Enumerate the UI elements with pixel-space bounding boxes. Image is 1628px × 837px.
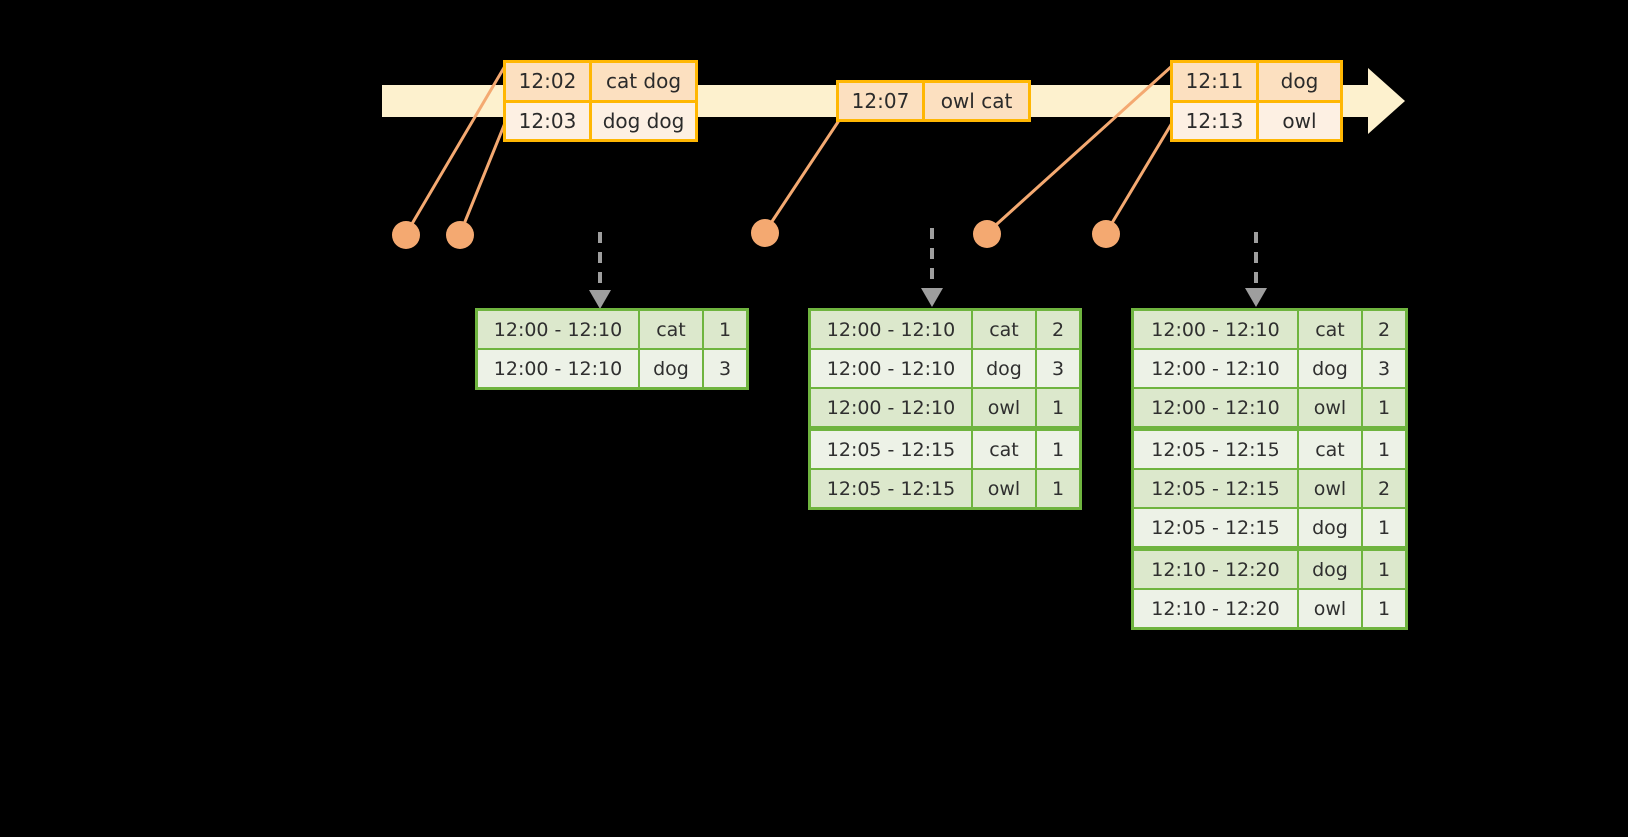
- table-row: 12:05 - 12:15 owl 1: [811, 470, 1079, 507]
- event-row: 12:02 cat dog: [506, 63, 695, 100]
- event-words: cat dog: [605, 69, 682, 94]
- window-cell: 12:00 - 12:10: [811, 389, 971, 426]
- event-time: 12:07: [839, 83, 925, 119]
- window-cell: 12:00 - 12:10: [811, 311, 971, 348]
- word-cell: cat: [1299, 431, 1361, 468]
- count-cell: 2: [1363, 311, 1405, 348]
- table-row: 12:00 - 12:10 cat 2: [811, 311, 1079, 348]
- result-table-3: 12:00 - 12:10 cat 2 12:00 - 12:10 dog 3 …: [1131, 308, 1408, 630]
- table-row: 12:10 - 12:20 dog 1: [1134, 551, 1405, 588]
- event-time: 12:13: [1173, 102, 1259, 139]
- count-cell: 1: [1363, 590, 1405, 627]
- event-time: 12:11: [1173, 63, 1259, 100]
- event-words: dog: [1280, 69, 1319, 94]
- marker-12-07: [751, 219, 779, 247]
- event-words: owl: [1282, 108, 1317, 133]
- count-cell: 1: [704, 311, 746, 348]
- event-box-3: 12:11 dog 12:13 owl: [1170, 60, 1343, 142]
- word-cell: cat: [973, 431, 1035, 468]
- result-table-2: 12:00 - 12:10 cat 2 12:00 - 12:10 dog 3 …: [808, 308, 1082, 510]
- table-row: 12:00 - 12:10 cat 2: [1134, 311, 1405, 348]
- word-cell: owl: [1299, 470, 1361, 507]
- word-cell: cat: [973, 311, 1035, 348]
- table-row: 12:00 - 12:10 dog 3: [478, 350, 746, 387]
- event-words: dog dog: [602, 108, 685, 133]
- word-cell: dog: [973, 350, 1035, 387]
- event-row: 12:13 owl: [1173, 99, 1340, 139]
- word-cell: dog: [1299, 551, 1361, 588]
- window-cell: 12:10 - 12:20: [1134, 551, 1297, 588]
- event-markers: [392, 219, 1120, 249]
- count-cell: 1: [1037, 389, 1079, 426]
- count-cell: 3: [1363, 350, 1405, 387]
- count-cell: 1: [1037, 431, 1079, 468]
- connector-lines: [404, 64, 1174, 236]
- table-row: 12:05 - 12:15 cat 1: [1134, 431, 1405, 468]
- marker-12-11: [973, 220, 1001, 248]
- window-cell: 12:05 - 12:15: [1134, 431, 1297, 468]
- window-cell: 12:05 - 12:15: [811, 470, 971, 507]
- trigger-arrows: [598, 228, 1258, 290]
- count-cell: 3: [704, 350, 746, 387]
- count-cell: 1: [1363, 551, 1405, 588]
- window-cell: 12:05 - 12:15: [811, 431, 971, 468]
- event-box-1: 12:02 cat dog 12:03 dog dog: [503, 60, 698, 142]
- event-time: 12:02: [506, 63, 592, 100]
- window-cell: 12:00 - 12:10: [478, 350, 638, 387]
- event-time: 12:03: [506, 102, 592, 139]
- event-row: 12:07 owl cat: [839, 83, 1028, 119]
- word-cell: cat: [640, 311, 702, 348]
- window-cell: 12:00 - 12:10: [478, 311, 638, 348]
- window-cell: 12:05 - 12:15: [1134, 509, 1297, 546]
- window-cell: 12:00 - 12:10: [811, 350, 971, 387]
- count-cell: 1: [1363, 509, 1405, 546]
- window-cell: 12:05 - 12:15: [1134, 470, 1297, 507]
- result-table-1: 12:00 - 12:10 cat 1 12:00 - 12:10 dog 3: [475, 308, 749, 390]
- window-cell: 12:00 - 12:10: [1134, 389, 1297, 426]
- table-row: 12:05 - 12:15 dog 1: [1134, 509, 1405, 546]
- table-row: 12:05 - 12:15 owl 2: [1134, 470, 1405, 507]
- event-row: 12:03 dog dog: [506, 99, 695, 139]
- word-cell: dog: [1299, 350, 1361, 387]
- table-row: 12:00 - 12:10 owl 1: [1134, 389, 1405, 426]
- marker-12-13: [1092, 220, 1120, 248]
- word-cell: owl: [1299, 590, 1361, 627]
- word-cell: dog: [640, 350, 702, 387]
- event-words: owl cat: [940, 89, 1013, 113]
- count-cell: 1: [1363, 431, 1405, 468]
- table-row: 12:00 - 12:10 dog 3: [811, 350, 1079, 387]
- count-cell: 1: [1363, 389, 1405, 426]
- word-cell: cat: [1299, 311, 1361, 348]
- table-row: 12:00 - 12:10 dog 3: [1134, 350, 1405, 387]
- window-cell: 12:00 - 12:10: [1134, 311, 1297, 348]
- table-row: 12:00 - 12:10 owl 1: [811, 389, 1079, 426]
- marker-12-03: [446, 221, 474, 249]
- window-cell: 12:10 - 12:20: [1134, 590, 1297, 627]
- table-row: 12:00 - 12:10 cat 1: [478, 311, 746, 348]
- word-cell: dog: [1299, 509, 1361, 546]
- count-cell: 3: [1037, 350, 1079, 387]
- table-row: 12:10 - 12:20 owl 1: [1134, 590, 1405, 627]
- window-cell: 12:00 - 12:10: [1134, 350, 1297, 387]
- count-cell: 2: [1363, 470, 1405, 507]
- event-row: 12:11 dog: [1173, 63, 1340, 100]
- word-cell: owl: [973, 389, 1035, 426]
- event-box-2: 12:07 owl cat: [836, 80, 1031, 122]
- count-cell: 2: [1037, 311, 1079, 348]
- count-cell: 1: [1037, 470, 1079, 507]
- marker-12-02: [392, 221, 420, 249]
- word-cell: owl: [1299, 389, 1361, 426]
- trigger-arrowheads: [589, 288, 1267, 309]
- table-row: 12:05 - 12:15 cat 1: [811, 431, 1079, 468]
- word-cell: owl: [973, 470, 1035, 507]
